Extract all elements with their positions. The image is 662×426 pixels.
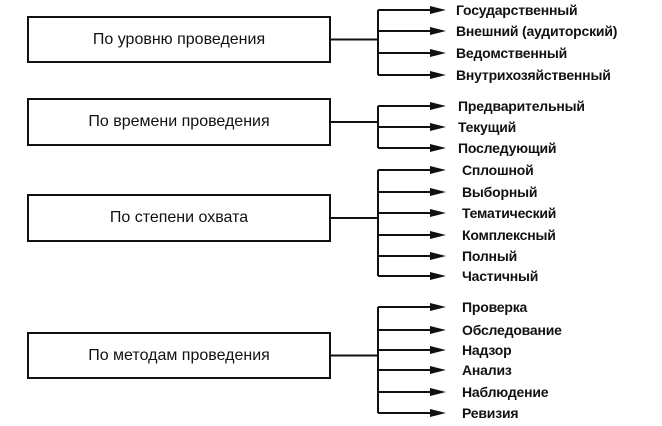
category-item: Предварительный (458, 98, 585, 114)
arrowhead-icon (430, 231, 446, 239)
category-item: Внутрихозяйственный (456, 67, 611, 83)
arrowhead-icon (430, 71, 446, 79)
arrowhead-icon (430, 144, 446, 152)
category-box (27, 98, 331, 146)
category-title: По уровню проведения (92, 30, 266, 48)
arrowhead-icon (430, 303, 446, 311)
category-title: По времени проведения (88, 113, 270, 130)
arrowhead-icon (430, 252, 446, 260)
arrowhead-icon (430, 346, 446, 354)
arrowhead-icon (430, 209, 446, 217)
arrowhead-icon (430, 27, 446, 35)
category-item: Ведомственный (456, 45, 568, 61)
category-item: Текущий (458, 119, 517, 135)
arrowhead-icon (430, 166, 446, 174)
category-item: Анализ (462, 362, 512, 378)
category-box (27, 332, 331, 379)
category-item: Сплошной (462, 162, 534, 178)
category-item: Обследование (462, 322, 562, 338)
category-item: Государственный (456, 2, 578, 18)
category-item: Выборный (462, 184, 538, 200)
arrowhead-icon (430, 409, 446, 417)
arrowhead-icon (430, 326, 446, 334)
category-title: По степени охвата (109, 209, 249, 226)
category-item: Проверка (462, 299, 528, 315)
category-item: Полный (462, 248, 517, 264)
category-item: Надзор (462, 342, 512, 358)
category-item: Комплексный (462, 227, 556, 243)
arrowhead-icon (430, 49, 446, 57)
category-item: Наблюдение (462, 384, 549, 400)
arrowhead-icon (430, 188, 446, 196)
category-item: Частичный (462, 268, 539, 284)
category-item: Последующий (458, 140, 557, 156)
category-item: Тематический (462, 205, 557, 221)
arrowhead-icon (430, 102, 446, 110)
category-item: Внешний (аудиторский) (456, 23, 618, 39)
arrowhead-icon (430, 388, 446, 396)
arrowhead-icon (430, 366, 446, 374)
category-item: Ревизия (462, 405, 519, 421)
category-title: По методам проведения (88, 346, 270, 364)
arrowhead-icon (430, 272, 446, 280)
category-box (27, 16, 331, 63)
arrowhead-icon (430, 123, 446, 131)
arrowhead-icon (430, 6, 446, 14)
